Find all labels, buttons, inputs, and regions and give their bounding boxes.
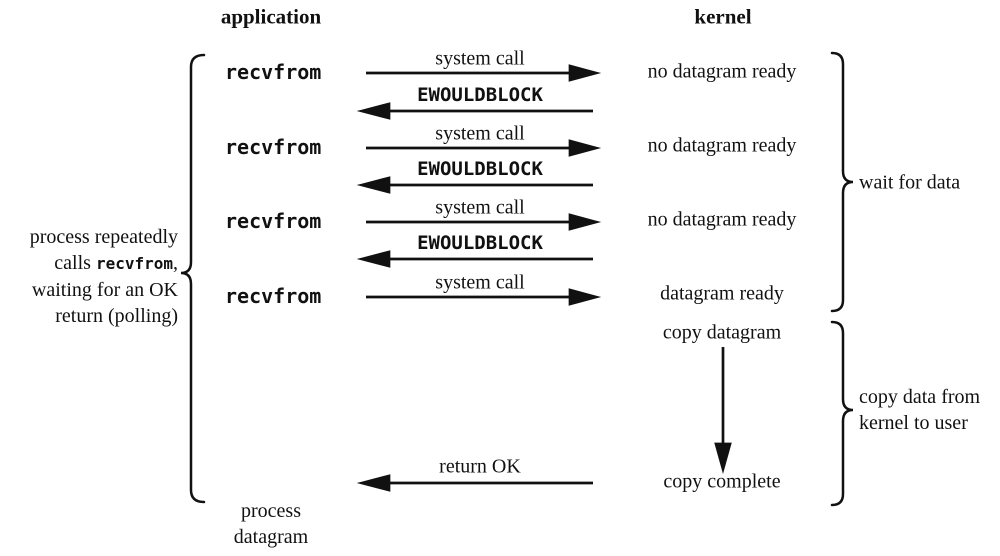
system-call-label-1: system call bbox=[435, 47, 525, 70]
system-call-arrow-2 bbox=[366, 139, 602, 157]
ewouldblock-label-3: EWOULDBLOCK bbox=[417, 232, 543, 254]
system-call-arrow-3 bbox=[366, 213, 602, 231]
process-datagram-line2: datagram bbox=[233, 526, 309, 548]
left-brace bbox=[180, 53, 206, 504]
copy-datagram-label: copy datagram bbox=[662, 321, 782, 344]
copy-data-label-line2: kernel to user bbox=[859, 412, 968, 434]
kernel-state-1: no datagram ready bbox=[647, 60, 797, 83]
polling-note-recvfrom-code: recvfrom bbox=[95, 254, 173, 273]
system-call-label-3: system call bbox=[435, 196, 525, 219]
polling-note: process repeatedly calls recvfrom, waiti… bbox=[30, 224, 178, 329]
return-ok-arrow bbox=[356, 474, 593, 492]
application-column-header: application bbox=[220, 4, 322, 29]
wait-for-data-brace bbox=[830, 51, 854, 313]
polling-note-line1: process repeatedly bbox=[29, 226, 178, 248]
return-ok-label: return OK bbox=[439, 455, 521, 478]
ewouldblock-arrow-2 bbox=[356, 176, 593, 194]
copy-data-label: copy data from kernel to user bbox=[859, 384, 980, 436]
polling-note-line2: calls recvfrom, bbox=[30, 250, 178, 277]
system-call-arrow-4 bbox=[366, 288, 602, 306]
kernel-state-2: no datagram ready bbox=[647, 134, 797, 157]
kernel-state-4: datagram ready bbox=[660, 282, 784, 305]
ewouldblock-arrow-3 bbox=[356, 250, 593, 268]
ewouldblock-arrow-1 bbox=[356, 102, 593, 120]
copy-data-label-line1: copy data from bbox=[859, 386, 981, 408]
system-call-arrow-1 bbox=[366, 64, 602, 82]
copy-progress-arrow bbox=[714, 347, 732, 475]
ewouldblock-label-2: EWOULDBLOCK bbox=[417, 158, 543, 180]
recvfrom-call-1: recvfrom bbox=[225, 60, 322, 84]
process-datagram-line1: process bbox=[241, 500, 301, 522]
kernel-state-3: no datagram ready bbox=[647, 208, 797, 231]
copy-complete-label: copy complete bbox=[663, 470, 781, 493]
ewouldblock-label-1: EWOULDBLOCK bbox=[417, 84, 543, 106]
wait-for-data-label: wait for data bbox=[859, 171, 961, 194]
polling-note-line4: return (polling) bbox=[55, 305, 178, 327]
system-call-label-4: system call bbox=[435, 271, 525, 294]
system-call-label-2: system call bbox=[435, 122, 525, 145]
recvfrom-call-3: recvfrom bbox=[225, 209, 322, 233]
polling-note-line3: waiting for an OK bbox=[31, 279, 178, 301]
recvfrom-call-2: recvfrom bbox=[225, 135, 322, 159]
kernel-column-header: kernel bbox=[694, 4, 752, 29]
copy-data-brace bbox=[830, 320, 854, 507]
polling-note-line2-suffix: , bbox=[173, 252, 178, 274]
polling-note-line2-prefix: calls bbox=[54, 252, 96, 274]
recvfrom-call-4: recvfrom bbox=[225, 284, 322, 308]
process-datagram-note: process datagram bbox=[234, 498, 308, 550]
